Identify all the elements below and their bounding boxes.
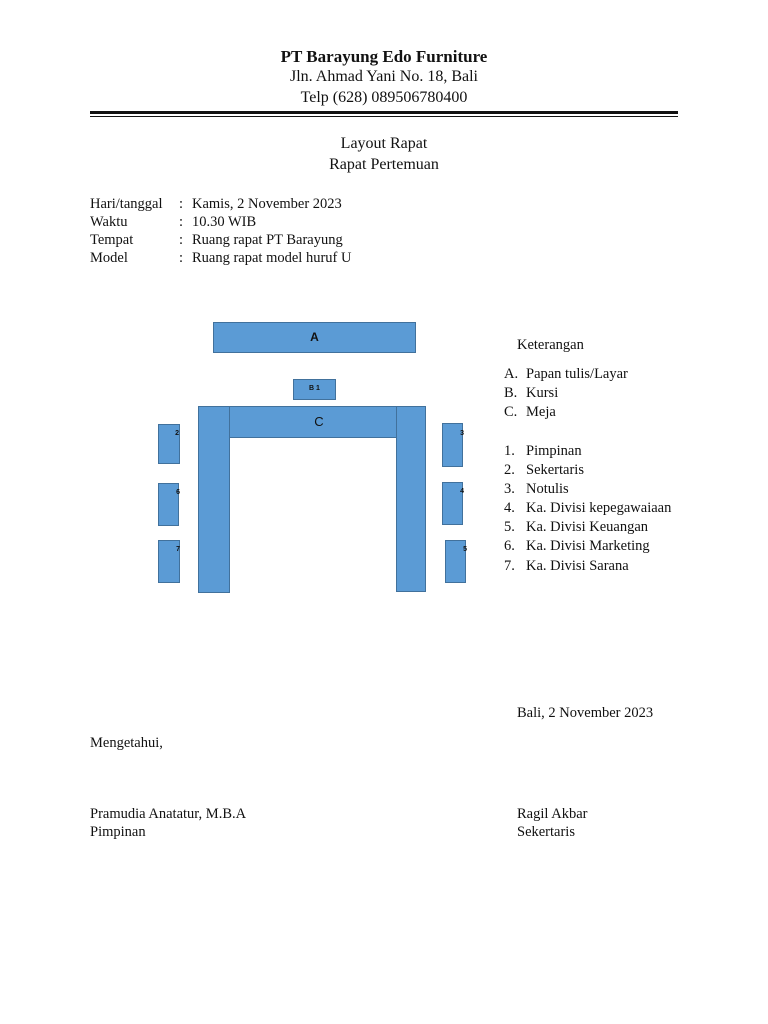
seat-7-label: 7 — [176, 546, 180, 553]
legend-text: Ka. Divisi Keuangan — [526, 519, 649, 535]
info-value: Ruang rapat PT Barayung — [192, 232, 343, 248]
legend-text: Ka. Divisi Sarana — [526, 558, 629, 574]
right-signer-name: Ragil Akbar — [517, 806, 588, 822]
seat-6-label: 6 — [176, 489, 180, 496]
info-label: Model — [90, 250, 128, 266]
legend-marker: B. — [504, 385, 518, 401]
legend-marker: 3. — [504, 481, 515, 497]
legend-text: Kursi — [526, 385, 559, 401]
legend-marker: 6. — [504, 538, 515, 554]
seat-5-shape: 5 — [445, 540, 467, 583]
legend-marker: C. — [504, 404, 518, 420]
left-signer-name: Pramudia Anatatur, M.B.A — [90, 806, 247, 822]
seat-4-label: 4 — [460, 488, 464, 495]
info-value: Ruang rapat model huruf U — [192, 250, 352, 266]
company-address: Jln. Ahmad Yani No. 18, Bali — [289, 68, 478, 85]
board-label: A — [310, 330, 319, 344]
board-shape: A — [213, 322, 416, 353]
seat-3-shape: 3 — [442, 423, 464, 467]
legend-text: Papan tulis/Layar — [526, 366, 628, 382]
table-label: C — [314, 414, 324, 429]
company-phone: Telp (628) 089506780400 — [300, 89, 468, 106]
legend-text: Notulis — [526, 481, 569, 497]
right-signer-role: Sekertaris — [517, 824, 575, 840]
legend-text: Pimpinan — [526, 443, 582, 459]
legend-marker: 4. — [504, 500, 515, 516]
legend-text: Sekertaris — [526, 462, 584, 478]
legend-marker: 2. — [504, 462, 515, 478]
legend-text: Meja — [526, 404, 556, 420]
info-colon: : — [179, 250, 184, 266]
info-label: Tempat — [90, 232, 134, 248]
company-name: PT Barayung Edo Furniture — [280, 47, 488, 66]
seat-7-shape: 7 — [158, 540, 180, 583]
chair-b1-label: B 1 — [309, 385, 320, 392]
chair-b1-shape: B 1 — [293, 379, 336, 400]
info-value: 10.30 WIB — [192, 214, 257, 230]
seat-3-label: 3 — [460, 430, 464, 437]
info-colon: : — [179, 232, 184, 248]
info-colon: : — [179, 196, 184, 212]
legend-text: Ka. Divisi kepegawaiaan — [526, 500, 672, 516]
info-value: Kamis, 2 November 2023 — [192, 196, 342, 212]
seat-4-shape: 4 — [442, 482, 464, 525]
seat-2-label: 2 — [175, 430, 179, 437]
table-top-shape: C — [229, 406, 409, 438]
table-right-leg-shape — [396, 406, 426, 592]
info-label: Waktu — [90, 214, 128, 230]
info-label: Hari/tanggal — [90, 196, 163, 212]
legend-heading: Keterangan — [517, 337, 584, 353]
place-date: Bali, 2 November 2023 — [517, 705, 654, 721]
info-colon: : — [179, 214, 184, 230]
seat-2-shape: 2 — [158, 424, 180, 464]
seat-5-label: 5 — [463, 546, 467, 553]
legend-text: Ka. Divisi Marketing — [526, 538, 650, 554]
legend-marker: A. — [504, 366, 519, 382]
legend-marker: 1. — [504, 443, 515, 459]
letterhead-divider-thin — [90, 116, 678, 117]
seat-6-shape: 6 — [158, 483, 180, 526]
document-subtitle: Rapat Pertemuan — [329, 156, 439, 173]
legend-marker: 7. — [504, 558, 515, 574]
letterhead-divider-thick — [90, 111, 678, 114]
table-left-leg-shape — [198, 406, 230, 593]
acknowledged-label: Mengetahui, — [90, 735, 163, 751]
left-signer-role: Pimpinan — [90, 824, 146, 840]
legend-marker: 5. — [504, 519, 515, 535]
document-title: Layout Rapat — [340, 135, 428, 152]
